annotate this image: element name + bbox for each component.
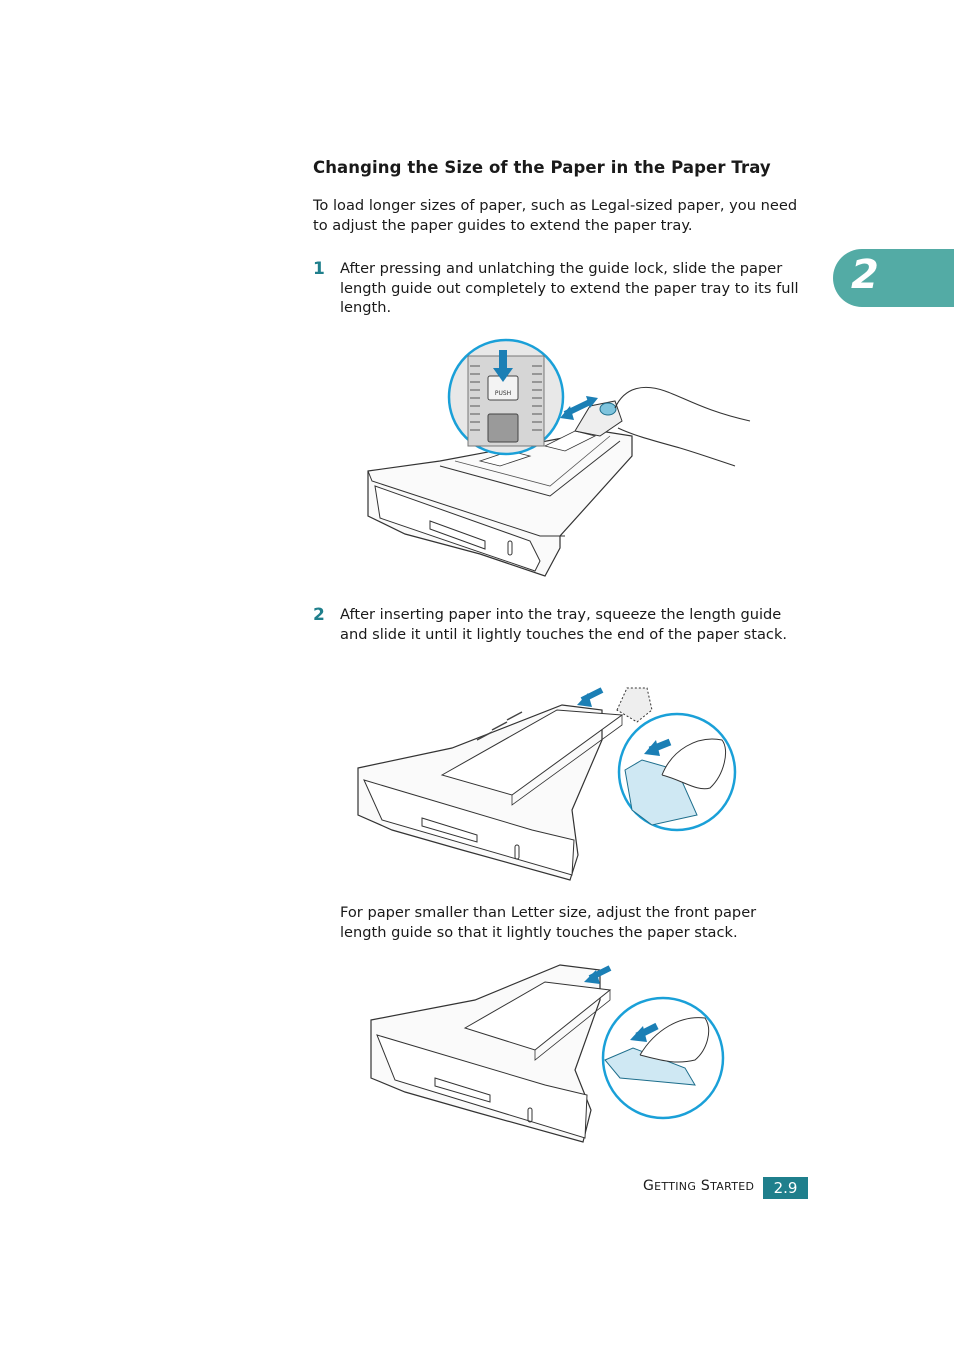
note-paragraph: For paper smaller than Letter size, adju… [340, 904, 757, 941]
step-2: 2 After inserting paper into the tray, s… [313, 605, 803, 644]
push-label: PUSH [495, 390, 511, 397]
chapter-tab: 2 [833, 249, 954, 307]
step-number: 2 [313, 605, 325, 625]
page-number: 2.9 [763, 1177, 808, 1199]
step-text: After pressing and unlatching the guide … [340, 260, 799, 316]
chapter-number: 2 [851, 252, 879, 298]
figure-extend-tray: PUSH [360, 336, 760, 581]
step-text: After inserting paper into the tray, squ… [340, 606, 788, 643]
step-1: 1 After pressing and unlatching the guid… [313, 259, 803, 318]
figure-front-guide [365, 960, 730, 1150]
step-number: 1 [313, 259, 325, 279]
footer-chapter-label: GETTING STARTED [643, 1178, 755, 1194]
figure-squeeze-guide [352, 680, 747, 890]
intro-paragraph: To load longer sizes of paper, such as L… [313, 197, 798, 234]
section-heading: Changing the Size of the Paper in the Pa… [313, 158, 771, 177]
